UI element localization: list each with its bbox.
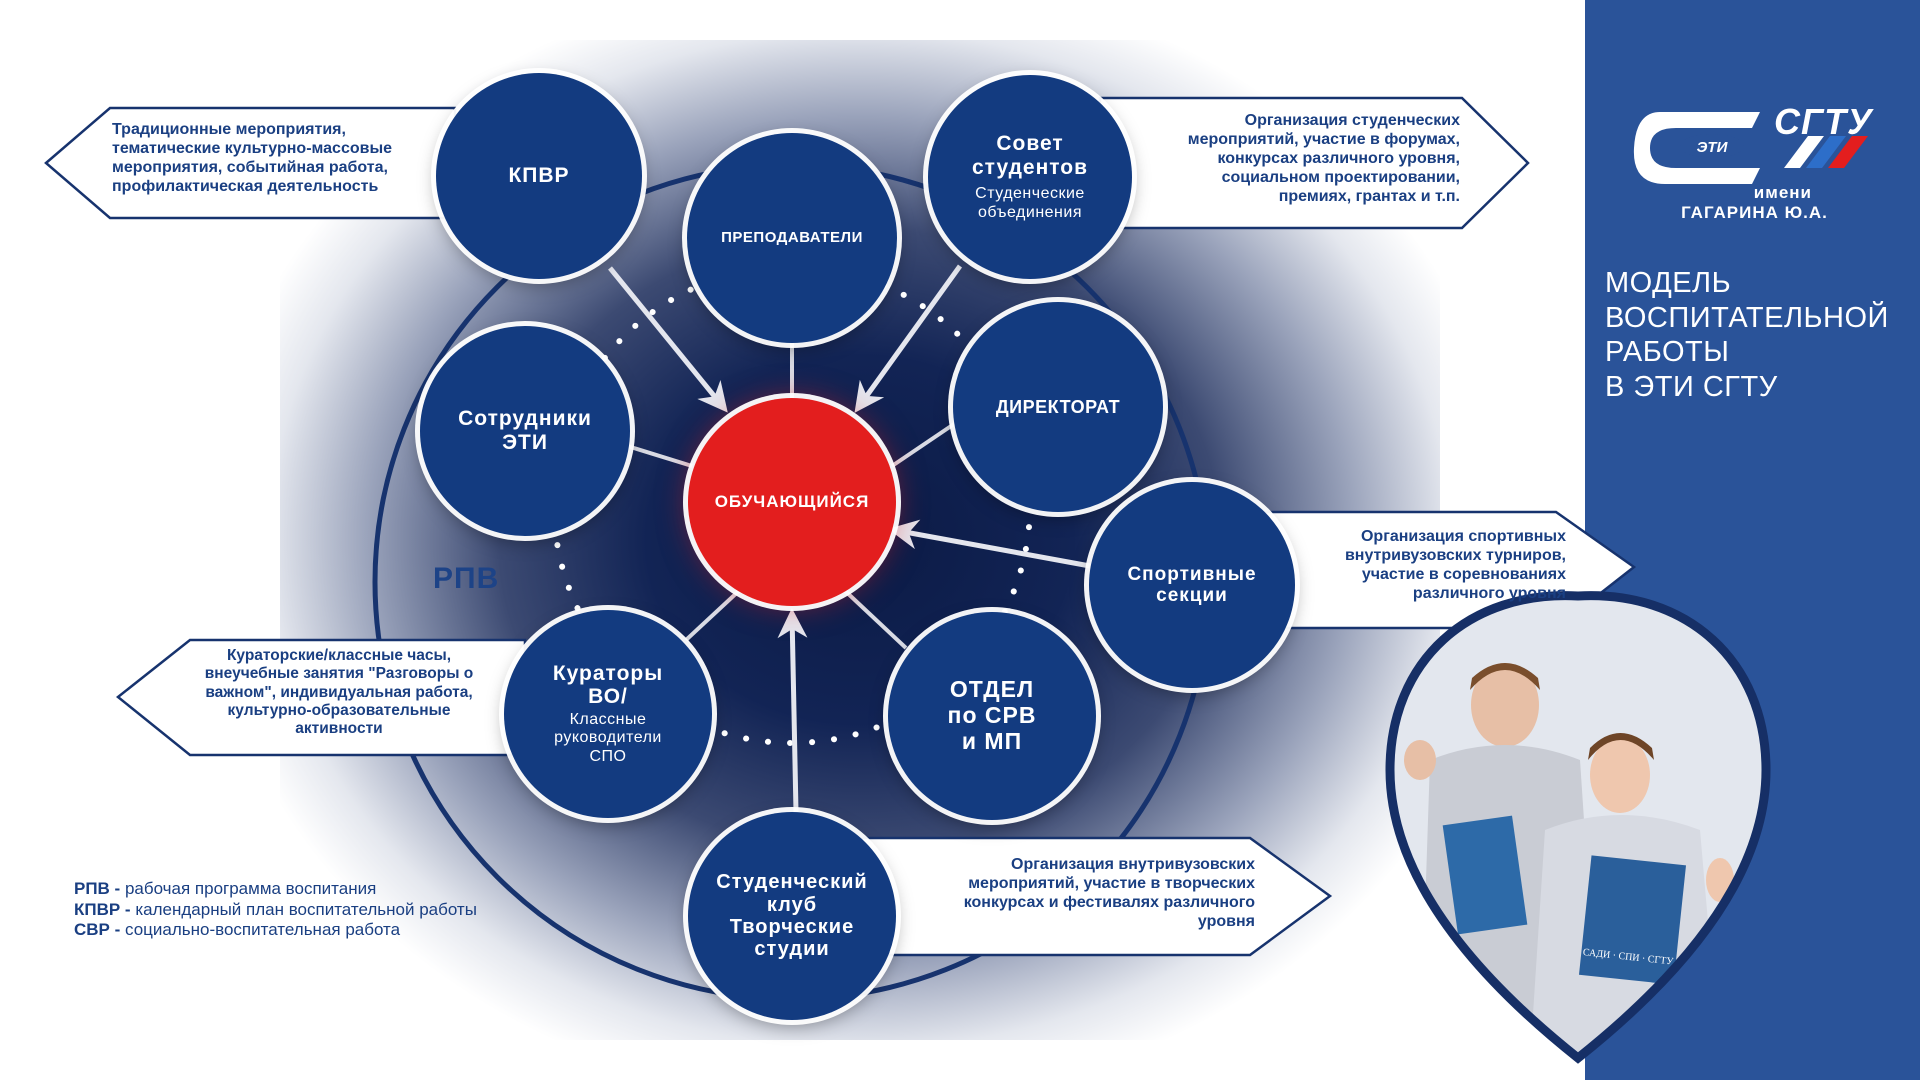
node-teachers[interactable]: ПРЕПОДАВАТЕЛИ xyxy=(687,133,897,343)
legend-row: РПВ - рабочая программа воспитания xyxy=(74,879,477,900)
arrow-kpvr xyxy=(608,266,728,413)
callout-curators-text: Кураторские/классные часы, внеучебные за… xyxy=(204,647,474,738)
sgtu-logo: ЭТИ СГТУ xyxy=(1633,101,1874,184)
node-curators-subtitle: Классные руководители СПО xyxy=(554,710,662,765)
panel-title-line: В ЭТИ СГТУ xyxy=(1605,370,1778,403)
legend-row: СВР - социально-воспитательная работа xyxy=(74,920,477,941)
legend-abbr: РПВ - xyxy=(74,879,121,898)
logo-s-shape xyxy=(1633,112,1760,184)
node-teachers-title: ПРЕПОДАВАТЕЛИ xyxy=(721,228,863,246)
legend-text: рабочая программа воспитания xyxy=(120,879,377,898)
node-department[interactable]: ОТДЕЛ по СРВ и МП xyxy=(888,612,1096,820)
node-student-council[interactable]: Совет студентов Студенческие объединения xyxy=(928,75,1132,279)
node-curators-title: Кураторы ВО/ xyxy=(552,661,664,709)
callout-council-text: Организация студенческих мероприятий, уч… xyxy=(1187,112,1460,205)
node-student-club[interactable]: Студенческий клуб Творческие студии xyxy=(688,812,896,1020)
node-kpvr[interactable]: КПВР xyxy=(436,73,642,279)
callout-kpvr-text: Традиционные мероприятия, тематические к… xyxy=(112,121,393,195)
node-student[interactable]: ОБУЧАЮЩИЙСЯ xyxy=(688,398,896,606)
connectors xyxy=(623,340,962,650)
node-directorate[interactable]: ДИРЕКТОРАТ xyxy=(953,302,1163,512)
legend-text: социально-воспитательная работа xyxy=(120,920,401,940)
node-student-council-title: Совет студентов xyxy=(971,132,1089,179)
arrow-council xyxy=(854,264,963,413)
node-staff[interactable]: Сотрудники ЭТИ xyxy=(420,326,630,536)
panel-title-line: МОДЕЛЬ xyxy=(1605,267,1732,299)
node-curators[interactable]: Кураторы ВО/ Классные руководители СПО xyxy=(504,610,712,818)
logo-subtitle-2: ГАГАРИНА Ю.А. xyxy=(1681,203,1828,222)
node-student-title: ОБУЧАЮЩИЙСЯ xyxy=(714,492,870,512)
logo-eti-text: ЭТИ xyxy=(1697,139,1729,156)
callout-sports-text: Организация спортивных внутривузовских т… xyxy=(1344,528,1566,602)
photo-frame-group: САДИ · СПИ · СГТУ xyxy=(1385,591,1771,1064)
callout-shapes xyxy=(44,96,1637,957)
callout-club-text: Организация внутривузовских мероприятий,… xyxy=(963,856,1255,930)
connector-department xyxy=(840,586,908,650)
legend: РПВ - рабочая программа воспитания КПВР … xyxy=(74,879,477,941)
node-kpvr-title: КПВР xyxy=(508,164,570,188)
logo-subtitle-1: имени xyxy=(1753,183,1812,202)
arrow-club xyxy=(777,608,808,813)
node-staff-title: Сотрудники ЭТИ xyxy=(458,407,592,454)
legend-text: календарный план воспитательной работы xyxy=(130,899,477,919)
legend-row: КПВР - календарный план воспитательной р… xyxy=(74,900,477,921)
node-student-council-subtitle: Студенческие объединения xyxy=(975,185,1085,221)
panel-title-line: ВОСПИТАТЕЛЬНОЙ xyxy=(1605,301,1889,334)
node-department-title: ОТДЕЛ по СРВ и МП xyxy=(947,676,1037,754)
photo-border xyxy=(1385,591,1771,1064)
outer-ring-label: РПВ xyxy=(433,562,500,595)
photo-content: САДИ · СПИ · СГТУ xyxy=(1390,595,1766,1058)
legend-abbr: КПВР - xyxy=(74,899,131,919)
node-sports-title: Спортивные секции xyxy=(1127,563,1257,606)
connector-curators xyxy=(684,586,744,642)
node-sports[interactable]: Спортивные секции xyxy=(1089,482,1295,688)
legend-abbr: СВР - xyxy=(74,920,121,940)
node-directorate-title: ДИРЕКТОРАТ xyxy=(995,396,1121,417)
panel-title-line: РАБОТЫ xyxy=(1605,336,1730,368)
connector-directorate xyxy=(890,418,962,468)
arrows xyxy=(608,264,1091,813)
arrow-sports xyxy=(888,519,1091,569)
panel-title: МОДЕЛЬ ВОСПИТАТЕЛЬНОЙ РАБОТЫ В ЭТИ СГТУ xyxy=(1605,266,1915,404)
logo-main-text: СГТУ xyxy=(1774,101,1874,142)
node-student-club-title: Студенческий клуб Творческие студии xyxy=(716,871,868,961)
connector-staff xyxy=(623,443,693,468)
